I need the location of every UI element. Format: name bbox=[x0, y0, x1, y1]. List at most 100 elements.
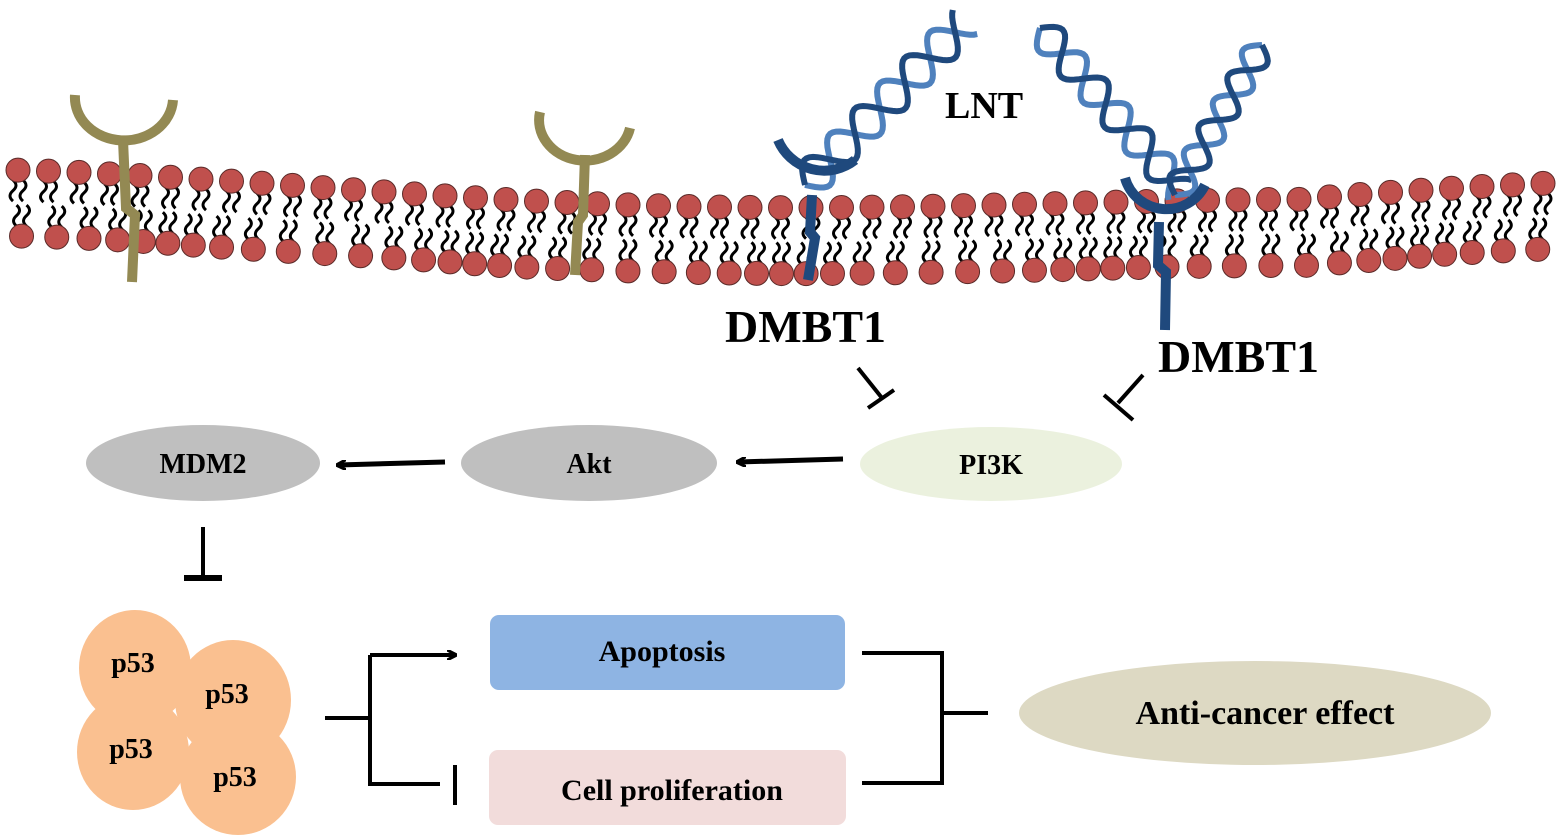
lipid-tail bbox=[1472, 220, 1482, 244]
lipid-tail bbox=[361, 223, 371, 247]
lipid-head bbox=[158, 164, 183, 190]
lipid-tail bbox=[130, 184, 140, 208]
lipid-tail bbox=[143, 209, 153, 233]
lipid-head bbox=[463, 185, 488, 211]
lipid-tail bbox=[1462, 220, 1472, 244]
lipid-tail bbox=[1411, 199, 1421, 223]
lipid-tail bbox=[954, 214, 963, 238]
lipid-head bbox=[955, 259, 981, 285]
lipid-head bbox=[155, 230, 181, 256]
lipid-tail bbox=[527, 234, 537, 259]
lipid-tail bbox=[719, 240, 729, 265]
lipid-tail bbox=[796, 241, 806, 265]
lipid-tail bbox=[168, 211, 178, 235]
lipid-tail bbox=[1261, 233, 1271, 257]
lipid-head bbox=[1317, 184, 1342, 210]
lipid-head bbox=[716, 260, 742, 286]
lipid-tail bbox=[757, 241, 766, 265]
lipid-tail bbox=[781, 216, 790, 240]
lipid-tail bbox=[1228, 208, 1238, 233]
lipid-head bbox=[437, 249, 463, 275]
proliferation-label: Cell proliferation bbox=[561, 774, 783, 807]
lipid-head bbox=[1100, 255, 1126, 281]
lipid-tail bbox=[1420, 224, 1430, 248]
lipid-head bbox=[36, 158, 61, 184]
lipid-head bbox=[1073, 190, 1098, 216]
lipid-head bbox=[707, 194, 732, 220]
lipid-tail bbox=[39, 180, 48, 204]
p53-cluster: p53 p53 p53 p53 bbox=[77, 610, 296, 835]
inhibit-mdm2-to-p53 bbox=[184, 527, 222, 581]
lipid-tail bbox=[750, 216, 760, 240]
lipid-head bbox=[127, 162, 153, 188]
lipid-tail bbox=[1299, 208, 1309, 232]
lipid-tail bbox=[1330, 205, 1339, 230]
lipid-tail bbox=[923, 215, 933, 239]
lipid-head bbox=[514, 254, 540, 280]
lnt-helix-2 bbox=[1033, 23, 1193, 201]
lipid-tail bbox=[22, 204, 32, 228]
lipid-tail bbox=[1435, 222, 1445, 246]
lipid-head bbox=[1103, 189, 1129, 215]
lipid-tail bbox=[1350, 203, 1360, 227]
lipid-tail bbox=[354, 198, 363, 222]
lipid-tail bbox=[140, 184, 150, 208]
lipid-head bbox=[829, 194, 854, 220]
lipid-tail bbox=[252, 192, 262, 216]
lipid-head bbox=[432, 183, 458, 209]
lipid-tail bbox=[500, 233, 510, 257]
lipid-head bbox=[1356, 248, 1382, 274]
lipid-head bbox=[1075, 256, 1101, 282]
lipid-head bbox=[1286, 186, 1312, 212]
akt-label: Akt bbox=[566, 449, 612, 480]
lipid-tail bbox=[842, 216, 851, 240]
lipid-tail bbox=[689, 215, 699, 239]
lipid-head bbox=[1407, 243, 1433, 269]
lipid-head bbox=[209, 234, 235, 260]
lipid-head bbox=[646, 193, 671, 219]
lipid-tail bbox=[1528, 217, 1538, 241]
lipid-tail bbox=[49, 180, 58, 204]
lipid-tail bbox=[921, 240, 931, 264]
dmbt1-label-2: DMBT1 bbox=[1158, 331, 1319, 382]
lipid-tail bbox=[490, 233, 500, 257]
lipid-tail bbox=[193, 213, 203, 237]
dmbt1-label-1: DMBT1 bbox=[725, 301, 886, 352]
lipid-head bbox=[1021, 257, 1047, 283]
lipid-tail bbox=[476, 206, 485, 230]
lipid-tail bbox=[1208, 209, 1217, 233]
lipid-tail bbox=[654, 239, 664, 263]
lipid-tail bbox=[958, 239, 968, 263]
lipid-head bbox=[1125, 254, 1151, 280]
lipid-tail bbox=[862, 216, 872, 240]
lipid-tail bbox=[1147, 210, 1156, 234]
lipid-head bbox=[44, 224, 70, 250]
lipid-tail bbox=[108, 207, 118, 231]
lipid-tail bbox=[351, 223, 361, 247]
lipid-head bbox=[685, 260, 711, 286]
lipid-tail bbox=[1034, 238, 1044, 262]
lnt-label: LNT bbox=[945, 85, 1023, 127]
lipid-head bbox=[312, 241, 338, 267]
lipid-tail bbox=[1543, 192, 1553, 216]
lipid-tail bbox=[1360, 203, 1370, 227]
lipid-tail bbox=[110, 182, 119, 206]
lipid-tail bbox=[1167, 234, 1177, 258]
lipid-head bbox=[1256, 187, 1281, 213]
lipid-head bbox=[240, 236, 266, 262]
lipid-head bbox=[676, 194, 702, 220]
lipid-tail bbox=[445, 204, 455, 229]
lipid-tail bbox=[1289, 208, 1299, 232]
lipid-head bbox=[275, 238, 301, 264]
lipid-tail bbox=[201, 188, 211, 212]
lipid-tail bbox=[222, 190, 231, 214]
generic-receptor-2 bbox=[534, 110, 635, 276]
lipid-tail bbox=[278, 219, 288, 243]
outcome-bracket bbox=[862, 651, 988, 785]
lipid-tail bbox=[771, 241, 781, 265]
lipid-head bbox=[493, 186, 519, 212]
lipid-tail bbox=[1359, 228, 1369, 252]
lipid-tail bbox=[740, 216, 750, 240]
lipid-tail bbox=[1329, 230, 1339, 255]
apoptosis-label: Apoptosis bbox=[599, 635, 726, 668]
